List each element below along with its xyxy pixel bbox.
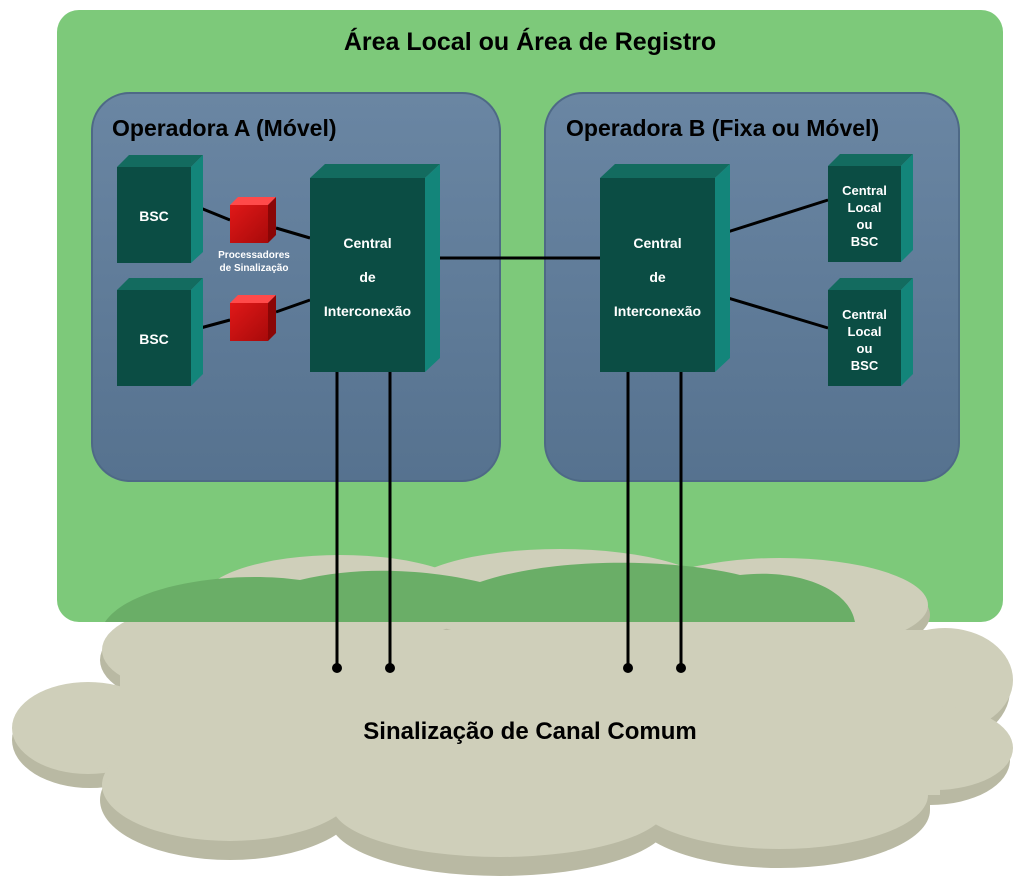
signaling-processor-bottom [230, 295, 276, 341]
local-top-line-1: Central [842, 183, 887, 198]
connection-lines [192, 198, 829, 668]
bsc-top-box [117, 155, 203, 263]
local-top-line-2: Local [847, 200, 882, 215]
link-endpoints [332, 663, 686, 673]
interconnection-central-a-box [310, 164, 440, 372]
local-bottom-line-2: Local [847, 324, 882, 339]
bsc-bottom-box [117, 278, 203, 386]
processors-label: Processadores de Sinalização [198, 247, 310, 277]
processors-label-line-2: de Sinalização [219, 263, 289, 274]
local-bottom-line-4: BSC [850, 358, 879, 373]
central-b-line-2: de [649, 269, 666, 285]
processors-label-line-1: Processadores [218, 250, 290, 261]
central-a-line-2: de [359, 269, 376, 285]
central-a-line-1: Central [343, 235, 392, 251]
operator-a-title: Operadora A (Móvel) [112, 115, 337, 141]
signaling-processor-top [230, 197, 276, 243]
local-central-top-label: Central Local ou BSC [828, 178, 901, 254]
central-b-line-1: Central [633, 235, 682, 251]
local-central-bottom-label: Central Local ou BSC [828, 302, 901, 378]
bsc-top-label: BSC [139, 208, 169, 224]
bsc-bottom-label: BSC [139, 331, 169, 347]
local-top-line-3: ou [856, 217, 873, 232]
local-bottom-line-1: Central [842, 307, 887, 322]
operator-b-title: Operadora B (Fixa ou Móvel) [566, 115, 880, 141]
local-central-top-box [828, 154, 913, 262]
interconnection-central-a-label: Central de Interconexão [310, 225, 425, 329]
cloud-label: Sinalização de Canal Comum [363, 718, 697, 745]
local-central-bottom-box [828, 278, 913, 386]
central-b-line-3: Interconexão [613, 303, 702, 319]
interconnection-central-b-label: Central de Interconexão [600, 225, 715, 329]
signaling-cloud [12, 549, 1013, 876]
local-top-line-4: BSC [850, 234, 879, 249]
interconnection-central-b-box [600, 164, 730, 372]
central-a-line-3: Interconexão [323, 303, 412, 319]
local-bottom-line-3: ou [856, 341, 873, 356]
area-title: Área Local ou Área de Registro [343, 28, 717, 56]
